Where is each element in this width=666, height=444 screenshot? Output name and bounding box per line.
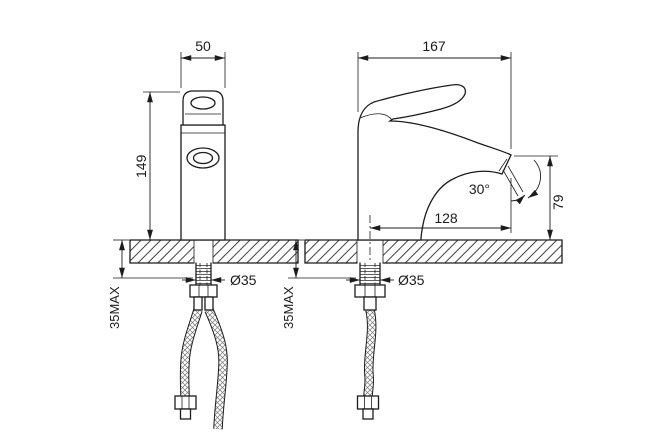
dim-front-width-label: 50	[195, 38, 211, 54]
faucet-body-side	[357, 84, 512, 241]
hose-crimp-right	[204, 296, 214, 311]
dim-side-reach-label: 128	[434, 210, 458, 226]
hose-crimp-side	[363, 296, 377, 311]
dim-side-angle-label: 30°	[469, 181, 490, 197]
shank-side	[354, 262, 386, 311]
supply-hoses-front	[179, 308, 228, 430]
hose-crimp-left	[193, 296, 203, 311]
locking-nut-side	[354, 284, 386, 298]
supply-hose-side	[363, 308, 377, 399]
spout-outlet-ring	[186, 147, 220, 169]
dim-front-height-label: 149	[133, 154, 149, 178]
water-stream	[502, 165, 524, 197]
handle-knob-front	[190, 96, 216, 110]
dim-side-spout-height-label: 79	[550, 194, 566, 210]
faucet-body-front	[180, 124, 226, 241]
faucet-side-view	[357, 84, 524, 241]
shank-front	[189, 262, 218, 311]
dimensions-side: 167 128 30° 79 Ø35 35MAX	[281, 38, 566, 329]
dimensions-front: 50 149 Ø35 35MAX	[107, 38, 257, 329]
aerator-face-line	[498, 158, 508, 172]
mounting-deck-side	[304, 239, 563, 264]
hose-fitting-side	[356, 395, 380, 420]
dim-side-length-label: 167	[422, 38, 446, 54]
hose-fitting-front	[174, 395, 197, 420]
dim-front-shank-diameter-label: Ø35	[230, 272, 257, 288]
dim-side-shank-diameter-label: Ø35	[398, 272, 425, 288]
dim-side-deck-max-label: 35MAX	[281, 286, 296, 329]
faucet-front-view	[180, 90, 226, 241]
rotation-arrow	[527, 159, 541, 199]
dim-front-deck-max-label: 35MAX	[107, 286, 122, 329]
mounting-deck-front	[129, 239, 299, 264]
locking-nut-front	[189, 284, 218, 298]
